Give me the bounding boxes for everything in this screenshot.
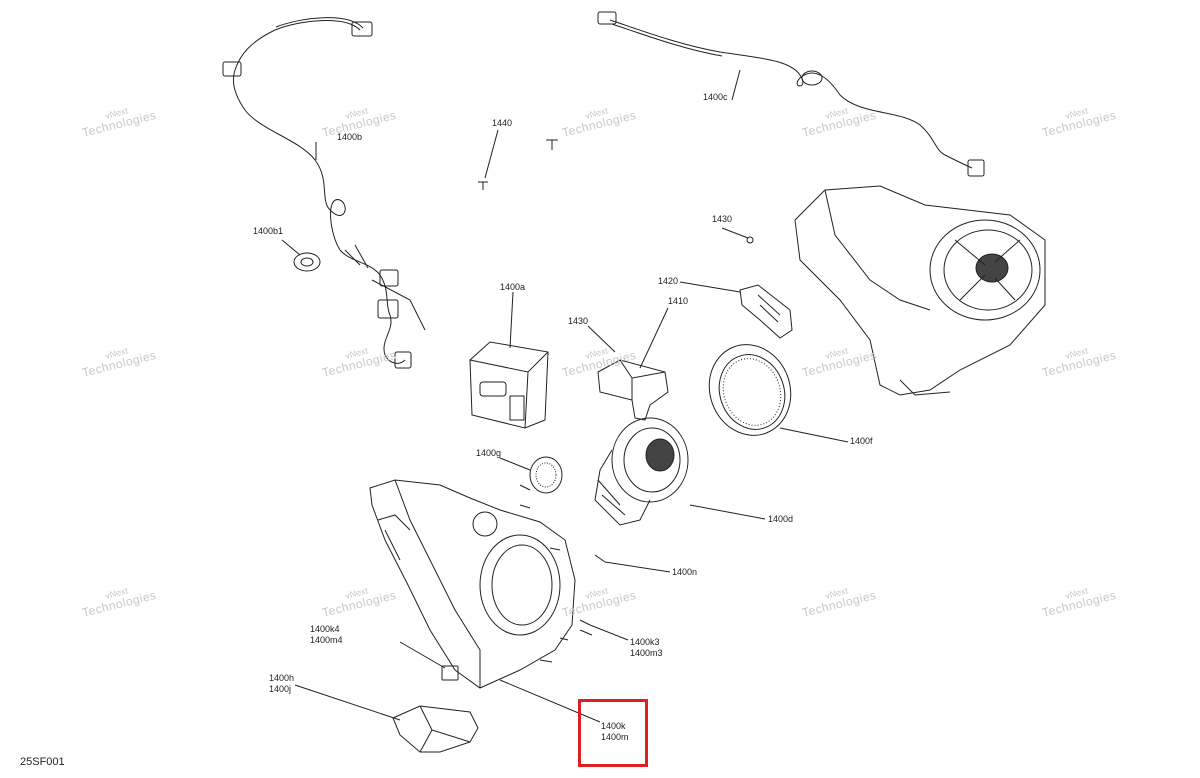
tweeter-1400g — [530, 457, 562, 493]
part-label-1400k3: 1400k3 — [630, 637, 660, 647]
part-label-1400g: 1400g — [476, 448, 502, 458]
part-label-1400m3: 1400m3 — [630, 648, 663, 658]
part-label-1400b: 1400b — [337, 132, 363, 142]
part-label-1400k: 1400k — [601, 721, 626, 731]
part-label-1400m4: 1400m4 — [310, 635, 343, 645]
part-label-1400d: 1400d — [768, 514, 794, 524]
part-label-1440: 1440 — [492, 118, 513, 128]
part-label-1400h: 1400h — [269, 673, 295, 683]
speaker-1400d — [595, 418, 688, 525]
part-label-1400c: 1400c — [703, 92, 728, 102]
connector-1400c-right — [968, 160, 984, 176]
screw-1440-b — [546, 140, 558, 150]
diagram-code: 25SF001 — [20, 756, 65, 768]
bracket-1410 — [598, 360, 668, 420]
bracket-1420 — [740, 285, 792, 338]
grommet-1400b1 — [294, 253, 320, 271]
module-1400a — [470, 342, 548, 428]
speaker-pod-assembly — [795, 186, 1045, 395]
part-label-1400k4: 1400k4 — [310, 624, 340, 634]
connector-1400b-top — [352, 22, 372, 36]
wiring-harness-1400c — [610, 20, 972, 168]
highlight-box-1400k — [578, 699, 648, 767]
screw-1440-a — [478, 182, 488, 190]
part-label-1400j: 1400j — [269, 684, 292, 694]
part-label-1410: 1410 — [668, 296, 689, 306]
part-label-1400a: 1400a — [500, 282, 526, 292]
connector-1400b-left — [223, 62, 241, 76]
part-label-1400f: 1400f — [850, 436, 873, 446]
connector-1400c-top — [598, 12, 616, 24]
part-label-1430: 1430 — [568, 316, 589, 326]
housing-1400k — [370, 480, 575, 688]
wiring-harness-1400b — [233, 21, 405, 364]
part-label-1400b1: 1400b1 — [253, 226, 284, 236]
part-label-1430-top: 1430 — [712, 214, 733, 224]
speaker-ring-1400f — [697, 333, 804, 447]
cover-1400h — [393, 706, 478, 752]
part-label-1420: 1420 — [658, 276, 679, 286]
part-label-1400m: 1400m — [601, 732, 629, 742]
pad-1400k4 — [442, 666, 458, 680]
part-label-1400n: 1400n — [672, 567, 698, 577]
